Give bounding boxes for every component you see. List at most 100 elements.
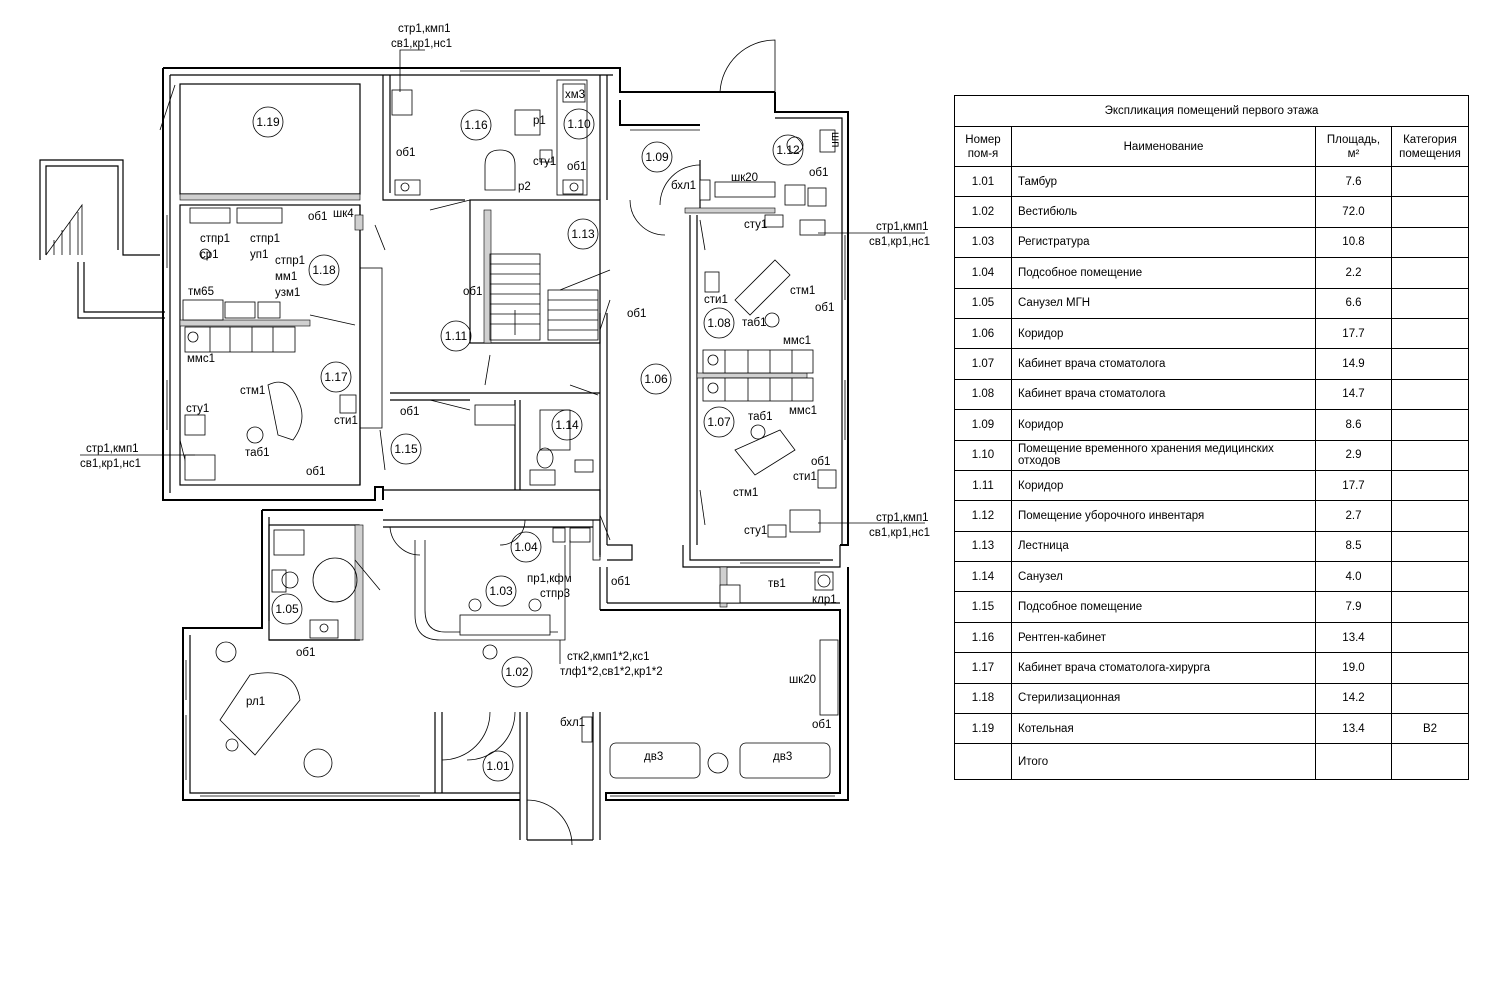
label-tm65: тм65	[188, 286, 214, 298]
room-label-1-15: 1.15	[394, 442, 418, 456]
cell-name: Помещение временного хранения медицински…	[1011, 439, 1316, 471]
label-ob1: об1	[463, 286, 482, 298]
table-row: 1.17 Кабинет врача стоматолога-хирурга 1…	[954, 652, 1469, 684]
label-stu1: сту1	[744, 219, 767, 231]
label-ob1: об1	[400, 406, 419, 418]
cell-area: 14.9	[1315, 348, 1392, 380]
cell-area: 17.7	[1315, 469, 1392, 502]
table-row: 1.02 Вестибюль 72.0	[954, 196, 1469, 228]
cell-category: В2	[1391, 713, 1469, 745]
label-mms1: ммс1	[789, 405, 817, 417]
cell-area: 2.9	[1315, 439, 1392, 471]
label-tab1: таб1	[748, 411, 773, 423]
label-str-kmp-left: стр1,кмп1	[86, 443, 139, 455]
label-stpr1: стпр1	[200, 233, 230, 245]
room-label-1-04: 1.04	[514, 540, 538, 554]
label-str-kmp-top: стр1,кмп1	[398, 23, 451, 35]
label-r1: р1	[533, 115, 546, 127]
cell-name: Коридор	[1011, 409, 1316, 441]
room-marker-1-17	[320, 361, 352, 393]
cell-name: Коридор	[1011, 317, 1316, 350]
cell-area: 17.7	[1315, 317, 1392, 350]
room-marker-1-06	[640, 363, 672, 395]
cell-area	[1315, 743, 1392, 781]
total-row: Итого	[954, 743, 1469, 781]
cell-category	[1391, 561, 1469, 593]
label-dv3: дв3	[773, 751, 792, 763]
outdoor-stair	[39, 159, 165, 319]
label-ob1: об1	[308, 211, 327, 223]
cell-number: 1.14	[954, 561, 1012, 593]
room-label-1-08: 1.08	[707, 316, 731, 330]
room-marker-1-13	[567, 218, 599, 250]
label-ob1: об1	[811, 456, 830, 468]
label-sv-kr-ns-left: св1,кр1,нс1	[80, 458, 141, 470]
label-ob1: об1	[809, 167, 828, 179]
room-marker-1-12	[772, 134, 804, 166]
label-sv-kr-ns-top: св1,кр1,нс1	[391, 38, 452, 50]
cell-number: 1.03	[954, 226, 1012, 259]
cell-area: 2.7	[1315, 500, 1392, 532]
furniture	[182, 83, 839, 779]
room-marker-1-18	[308, 254, 340, 286]
cell-number: 1.16	[954, 621, 1012, 654]
room-label-1-16: 1.16	[464, 118, 488, 132]
header-name: Наименование	[1011, 126, 1316, 167]
label-klr1: клр1	[812, 594, 837, 606]
room-label-1-09: 1.09	[645, 150, 669, 164]
cell-category	[1391, 226, 1469, 259]
cell-name: Кабинет врача стоматолога	[1011, 378, 1316, 411]
table-row: 1.12 Помещение уборочного инвентаря 2.7	[954, 500, 1469, 532]
label-shk20: шк20	[789, 674, 816, 686]
cell-number: 1.04	[954, 257, 1012, 289]
cell-area: 8.5	[1315, 530, 1392, 563]
table-row: 1.13 Лестница 8.5	[954, 530, 1469, 563]
label-str-kmp-r1: стр1,кмп1	[876, 221, 929, 233]
label-tab1: таб1	[742, 317, 767, 329]
room-label-1-02: 1.02	[505, 665, 529, 679]
cell-area: 7.9	[1315, 591, 1392, 623]
cell-number: 1.02	[954, 196, 1012, 228]
room-marker-1-07	[703, 406, 735, 438]
cell-name: Подсобное помещение	[1011, 257, 1316, 289]
cell-category	[1391, 165, 1469, 198]
table-row: 1.16 Рентген-кабинет 13.4	[954, 621, 1469, 654]
cell-number: 1.05	[954, 287, 1012, 319]
label-ob1: об1	[611, 576, 630, 588]
cell-number: 1.12	[954, 500, 1012, 532]
room-label-1-07: 1.07	[707, 415, 731, 429]
cell-category	[1391, 621, 1469, 654]
label-stu1: сту1	[533, 156, 556, 168]
label-stm1: стм1	[790, 285, 815, 297]
label-ob1: об1	[627, 308, 646, 320]
cell-category	[1391, 409, 1469, 441]
room-label-1-19: 1.19	[256, 115, 280, 129]
label-rl1: рл1	[246, 696, 265, 708]
label-sti1: сти1	[704, 294, 728, 306]
label-shk20: шк20	[731, 172, 758, 184]
table-row: 1.14 Санузел 4.0	[954, 561, 1469, 593]
label-mm1: мм1	[275, 271, 297, 283]
cell-name: Коридор	[1011, 469, 1316, 502]
room-label-1-11: 1.11	[445, 329, 468, 343]
label-tv1: тв1	[768, 578, 786, 590]
label-str-kmp-r2: стр1,кмп1	[876, 512, 929, 524]
cell-category	[1391, 196, 1469, 228]
table-row: 1.06 Коридор 17.7	[954, 317, 1469, 350]
label-ob1: об1	[567, 161, 586, 173]
cell-name: Регистратура	[1011, 226, 1316, 259]
room-marker-1-14	[551, 409, 583, 441]
label-stm1: стм1	[733, 487, 758, 499]
cell-number: 1.15	[954, 591, 1012, 623]
cell-number: 1.09	[954, 409, 1012, 441]
doors	[159, 39, 776, 846]
label-stpr1: стпр1	[250, 233, 280, 245]
label-bxl1: бхл1	[671, 180, 696, 192]
room-marker-1-04	[510, 531, 542, 563]
cell-number: 1.11	[954, 469, 1012, 502]
label-ob1: об1	[396, 147, 415, 159]
table-row: 1.04 Подсобное помещение 2.2	[954, 257, 1469, 289]
room-marker-1-16	[460, 109, 492, 141]
cell-number: 1.08	[954, 378, 1012, 411]
room-label-1-13: 1.13	[571, 227, 595, 241]
